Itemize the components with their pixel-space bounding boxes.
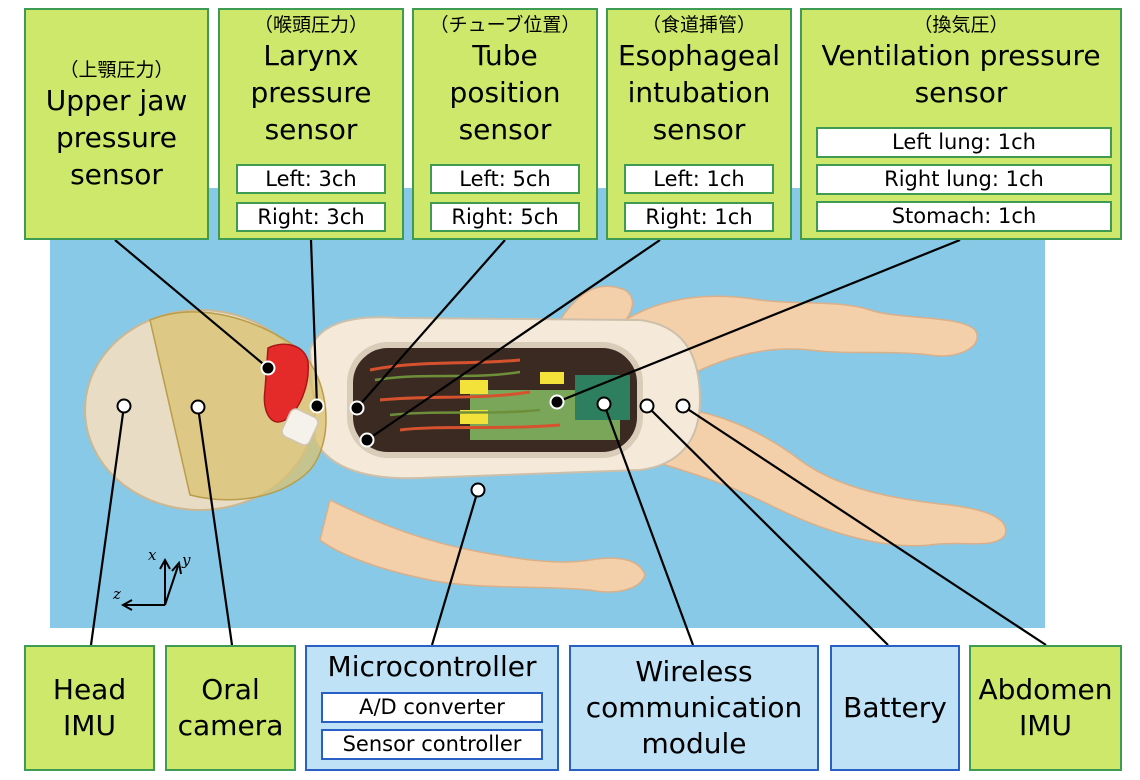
esophageal-sensor-box: （食道挿管） Esophageal intubation sensor Left…	[606, 8, 792, 240]
ventilation-channel-right-lung: Right lung: 1ch	[816, 164, 1112, 195]
esophageal-channel-left: Left: 1ch	[624, 164, 774, 194]
marker-dots	[116, 360, 691, 498]
axis-y-label: y	[181, 551, 191, 569]
head-imu-box: Head IMU	[24, 645, 155, 771]
esophageal-title-line3: sensor	[652, 113, 746, 146]
ventilation-sensor-box: （換気圧） Ventilation pressure sensor Left l…	[800, 8, 1122, 240]
head-imu-line1: Head	[52, 673, 127, 706]
microcontroller-title: Microcontroller	[327, 650, 537, 683]
esophageal-jp-label: （食道挿管）	[641, 14, 756, 36]
ventilation-channel-stomach: Stomach: 1ch	[816, 201, 1112, 232]
wireless-line3: module	[641, 727, 747, 760]
tube-channel-left: Left: 5ch	[430, 164, 580, 194]
leader-lines	[89, 238, 1047, 646]
larynx-title-line2: pressure	[250, 76, 372, 109]
wireless-line1: Wireless	[635, 655, 753, 688]
axis-z-label: z	[112, 585, 121, 603]
ventilation-title-line2: sensor	[914, 76, 1008, 109]
larynx-jp-label: （喉頭圧力）	[253, 14, 368, 36]
tube-channel-right: Right: 5ch	[430, 202, 580, 232]
oral-camera-box: Oral camera	[165, 645, 296, 771]
oral-camera-line2: camera	[177, 709, 284, 742]
battery-label: Battery	[843, 691, 947, 724]
ventilation-jp-label: （換気圧）	[913, 14, 1009, 36]
upper-jaw-title-line2: pressure	[56, 121, 177, 154]
larynx-sensor-box: （喉頭圧力） Larynx pressure sensor Left: 3ch …	[218, 8, 404, 240]
microcontroller-sub-sensor-controller: Sensor controller	[321, 729, 543, 760]
larynx-title-line1: Larynx	[263, 39, 359, 72]
esophageal-title-line2: intubation	[627, 76, 771, 109]
tube-jp-label: （チューブ位置）	[429, 14, 581, 36]
upper-jaw-jp-label: （上顎圧力）	[59, 59, 174, 81]
axis-x-label: x	[148, 546, 157, 564]
microcontroller-box: Microcontroller A/D converter Sensor con…	[305, 645, 559, 771]
tube-title-line1: Tube	[472, 39, 538, 72]
ventilation-channel-left-lung: Left lung: 1ch	[816, 127, 1112, 158]
battery-box: Battery	[830, 645, 960, 771]
ventilation-title-line1: Ventilation pressure	[821, 39, 1101, 72]
tube-sensor-box: （チューブ位置） Tube position sensor Left: 5ch …	[412, 8, 598, 240]
abdomen-imu-line2: IMU	[1019, 709, 1072, 742]
abdomen-imu-line1: Abdomen	[978, 673, 1113, 706]
wireless-module-box: Wireless communication module	[569, 645, 819, 771]
larynx-channel-left: Left: 3ch	[236, 164, 386, 194]
upper-jaw-title-line1: Upper jaw	[45, 84, 188, 117]
upper-jaw-title-line3: sensor	[70, 158, 163, 191]
larynx-title-line3: sensor	[264, 113, 358, 146]
microcontroller-sub-adc: A/D converter	[321, 692, 543, 723]
abdomen-imu-box: Abdomen IMU	[969, 645, 1122, 771]
wireless-line2: communication	[585, 691, 803, 724]
larynx-channel-right: Right: 3ch	[236, 202, 386, 232]
tube-title-line3: sensor	[458, 113, 552, 146]
tube-title-line2: position	[449, 76, 561, 109]
esophageal-channel-right: Right: 1ch	[624, 202, 774, 232]
head-imu-line2: IMU	[63, 709, 116, 742]
oral-camera-line1: Oral	[201, 673, 260, 706]
coordinate-axes	[120, 557, 182, 611]
esophageal-title-line1: Esophageal	[617, 39, 781, 72]
upper-jaw-sensor-box: （上顎圧力） Upper jaw pressure sensor	[24, 8, 209, 240]
